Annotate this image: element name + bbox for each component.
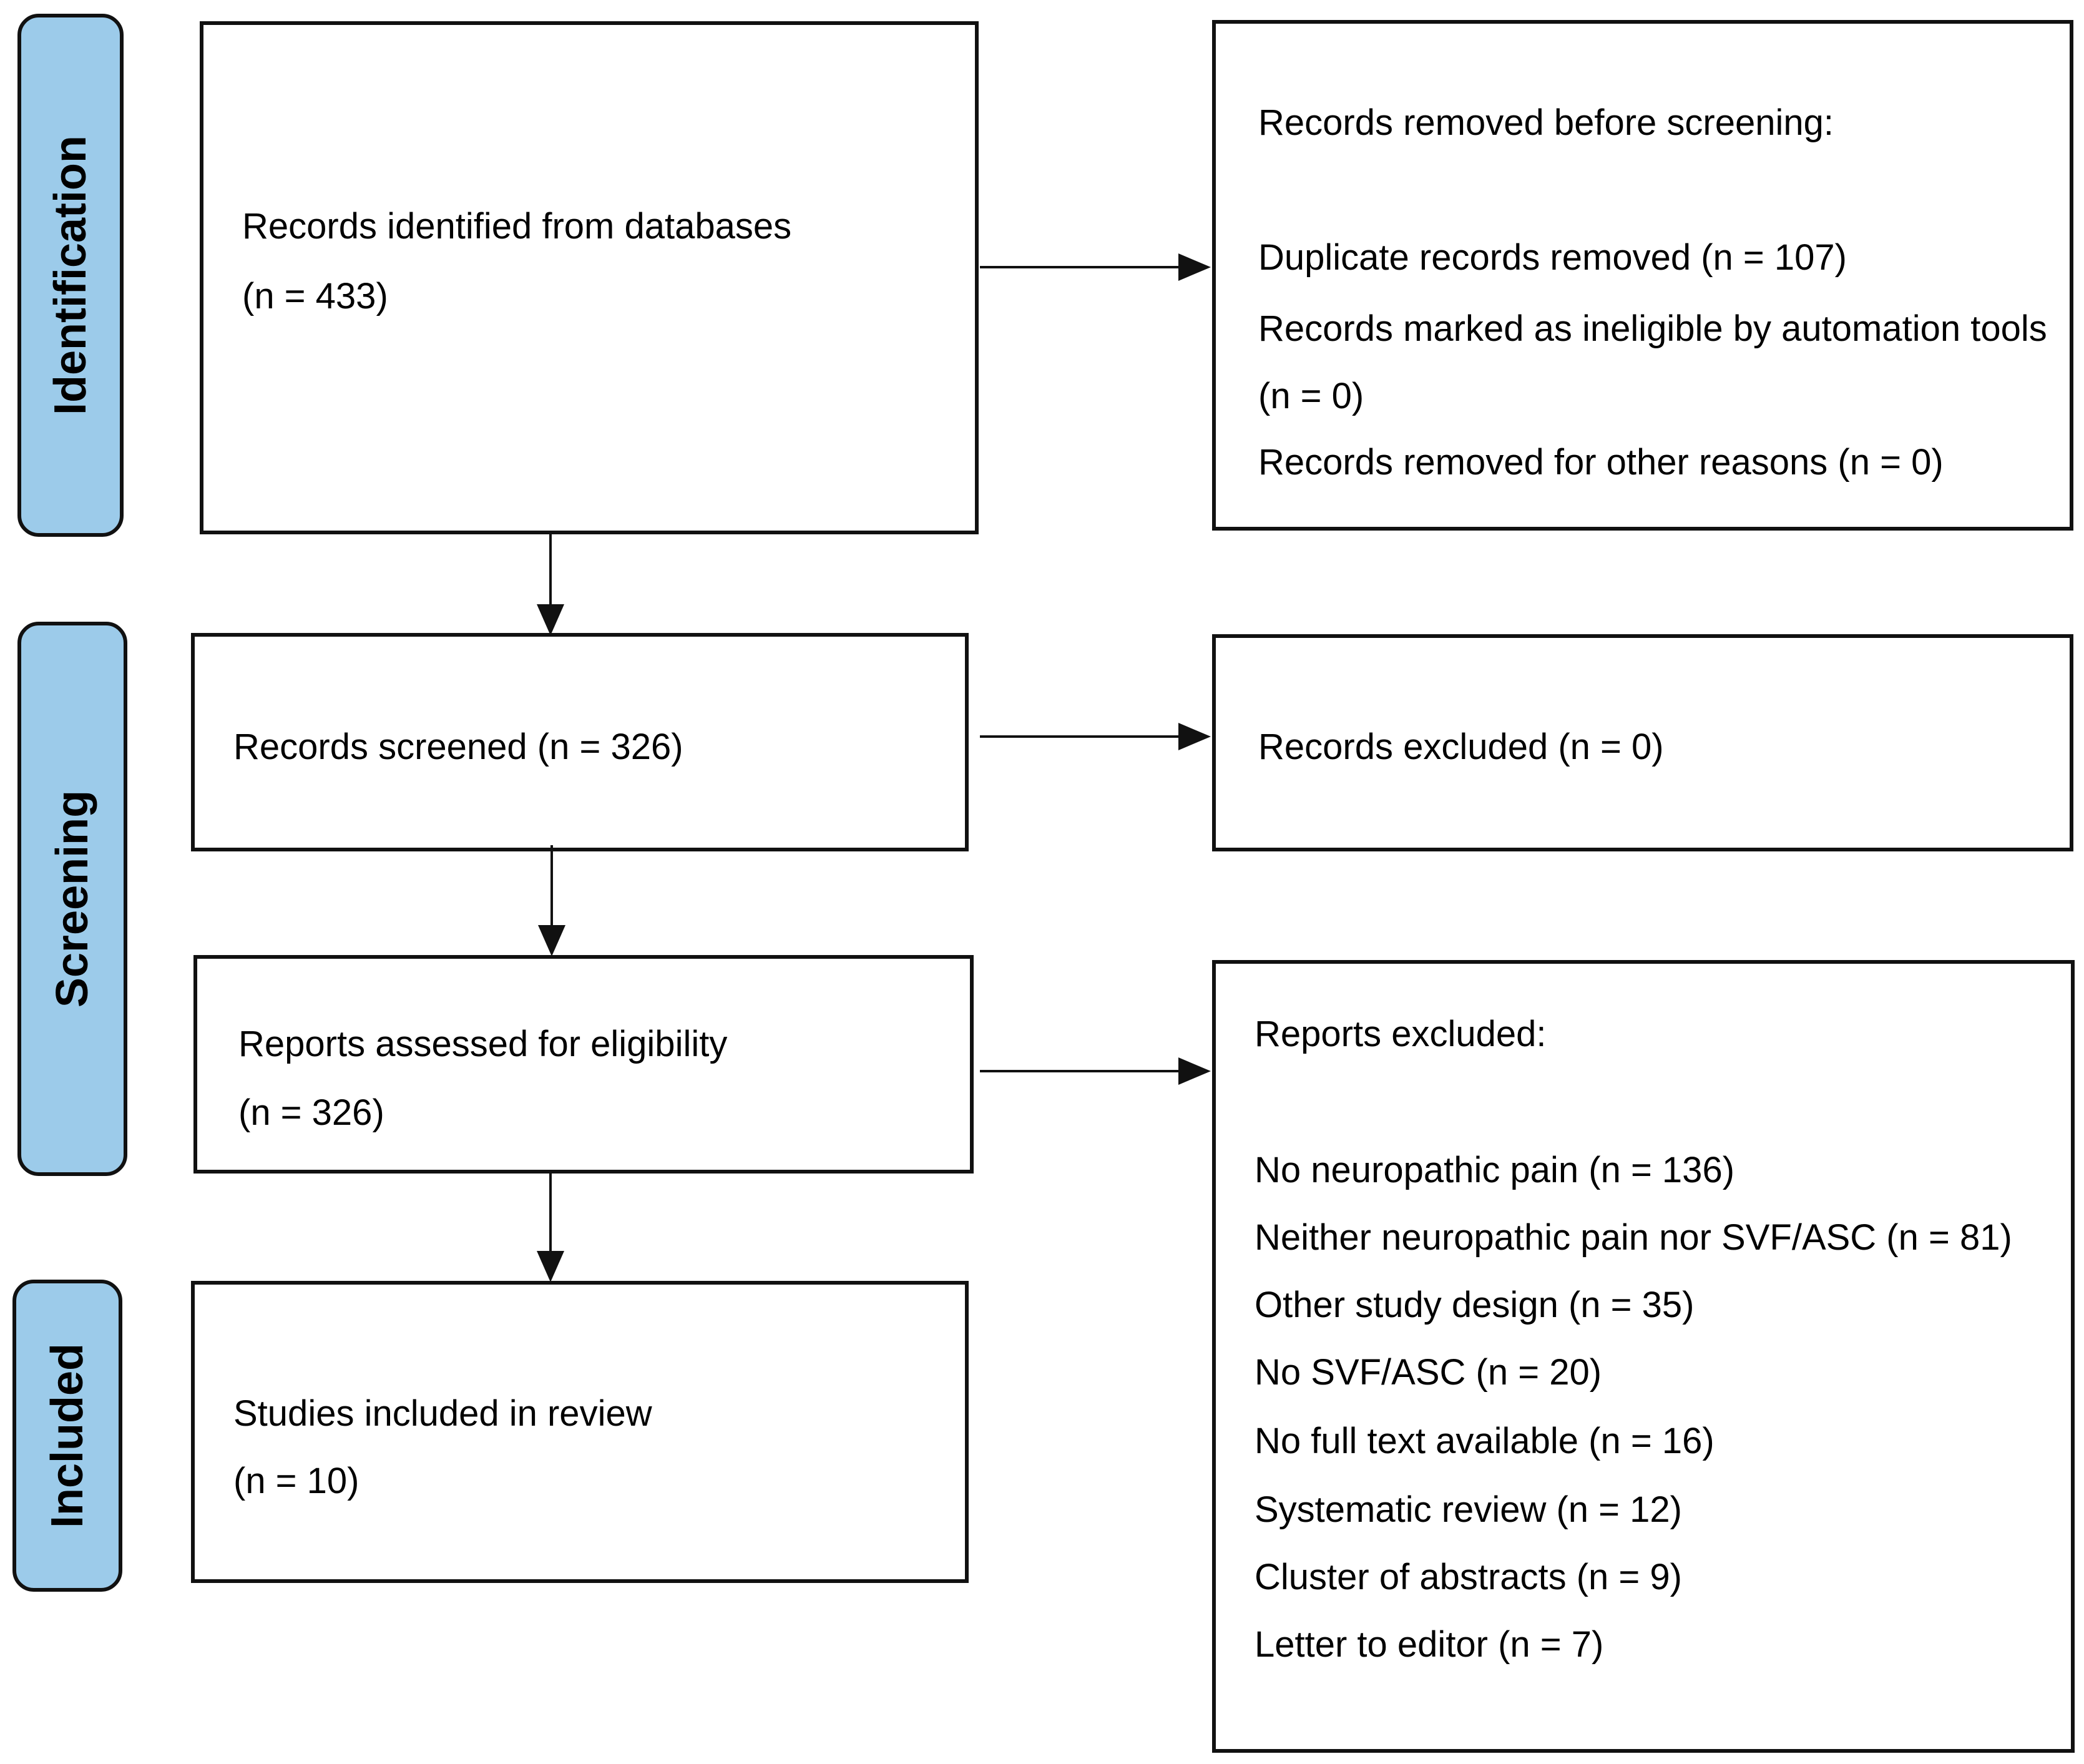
records-identified-box: Records identified from databases (n = 4…: [200, 21, 979, 534]
records-identified-count: (n = 433): [242, 276, 388, 316]
arrow-assessed-to-reports-excluded: [980, 1057, 1211, 1085]
reports-excluded-item: No full text available (n = 16): [1255, 1421, 1715, 1461]
arrow-assessed-to-included: [537, 1174, 564, 1282]
reports-assessed-box: Reports assessed for eligibility (n = 32…: [193, 955, 974, 1174]
reports-excluded-item: Systematic review (n = 12): [1255, 1489, 1682, 1530]
arrow-screened-to-assessed: [538, 845, 565, 956]
phase-included: Included: [12, 1280, 122, 1592]
reports-excluded-heading: Reports excluded:: [1255, 1014, 1547, 1054]
arrow-identified-to-removed: [980, 253, 1211, 281]
arrow-identified-to-screened: [537, 531, 564, 635]
reports-excluded-box: Reports excluded: No neuropathic pain (n…: [1212, 960, 2075, 1753]
reports-excluded-item: Letter to editor (n = 7): [1255, 1624, 1604, 1665]
records-removed-item: Records marked as ineligible by automati…: [1258, 308, 2047, 349]
reports-excluded-item: Cluster of abstracts (n = 9): [1255, 1557, 1682, 1597]
records-removed-item: Records removed for other reasons (n = 0…: [1258, 442, 1944, 483]
records-identified-label: Records identified from databases: [242, 206, 792, 247]
studies-included-label: Studies included in review: [233, 1393, 652, 1434]
reports-excluded-item: No neuropathic pain (n = 136): [1255, 1150, 1735, 1190]
records-excluded-box: Records excluded (n = 0): [1212, 634, 2073, 851]
reports-assessed-label: Reports assessed for eligibility: [238, 1024, 728, 1064]
reports-excluded-item: No SVF/ASC (n = 20): [1255, 1352, 1602, 1393]
records-excluded-label: Records excluded (n = 0): [1258, 727, 1664, 767]
phase-identification: Identification: [17, 14, 124, 537]
records-screened-box: Records screened (n = 326): [191, 633, 969, 851]
records-removed-box: Records removed before screening: Duplic…: [1212, 20, 2073, 531]
reports-excluded-item: Neither neuropathic pain nor SVF/ASC (n …: [1255, 1217, 2012, 1258]
studies-included-box: Studies included in review (n = 10): [191, 1281, 969, 1583]
records-removed-item: (n = 0): [1258, 376, 1364, 416]
reports-assessed-count: (n = 326): [238, 1092, 384, 1133]
phase-screening: Screening: [17, 622, 127, 1176]
records-screened-label: Records screened (n = 326): [233, 727, 683, 767]
records-removed-heading: Records removed before screening:: [1258, 102, 1834, 143]
reports-excluded-item: Other study design (n = 35): [1255, 1285, 1695, 1325]
studies-included-count: (n = 10): [233, 1461, 360, 1501]
arrow-screened-to-excluded: [980, 723, 1211, 750]
records-removed-item: Duplicate records removed (n = 107): [1258, 237, 1847, 278]
